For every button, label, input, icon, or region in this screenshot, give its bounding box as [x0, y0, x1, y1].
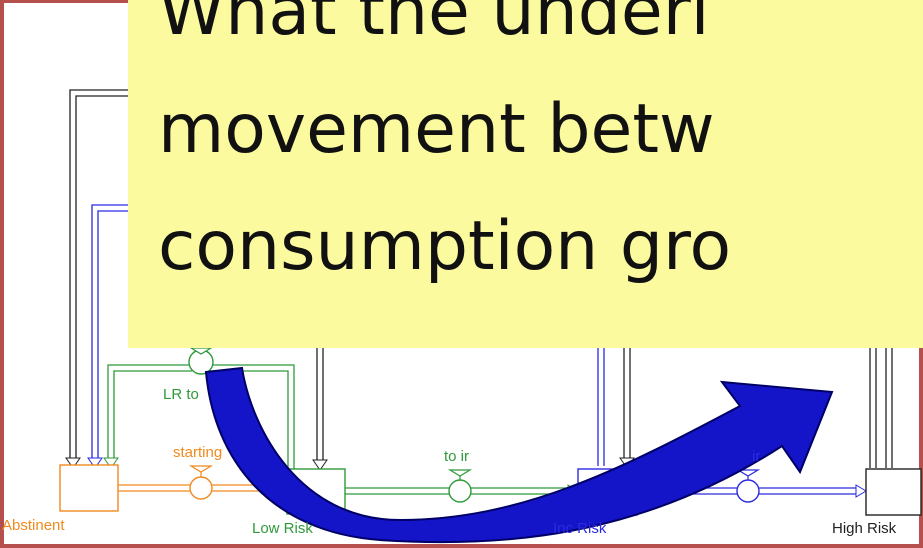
stock-label-low-risk: Low Risk [252, 520, 313, 537]
blue-return-pipe [91, 204, 130, 460]
callout-line-1: What the underl [158, 0, 710, 51]
lr-to-valve [188, 347, 214, 375]
black-into-low-risk-arrowhead [312, 459, 328, 471]
stock-high-risk [865, 468, 922, 516]
flow-label-lr-to: LR to [163, 386, 199, 403]
blue-return-arrowhead [87, 457, 103, 469]
black-into-high-risk [869, 348, 893, 468]
callout-line-3: consumption gro [158, 207, 732, 286]
big-curved-arrow [204, 366, 834, 544]
black-return-arrowhead [65, 457, 81, 469]
black-into-low-risk [316, 348, 324, 462]
starting-valve [188, 465, 214, 500]
green-lr-to-arrowhead [103, 457, 119, 469]
stock-label-high-risk: High Risk [832, 520, 897, 537]
to-ir-valve [447, 469, 473, 503]
black-into-inc-risk [623, 348, 631, 460]
blue-into-inc-risk [597, 348, 605, 466]
stock-abstinent [59, 464, 119, 512]
callout-line-2: movement betw [158, 90, 715, 169]
stock-label-inc-risk: Inc Risk [553, 520, 607, 537]
stock-label-abstinent: Abstinent [2, 517, 65, 534]
ir-to-hr-flow-arrowhead [855, 484, 867, 498]
callout-box: What the underl movement betw consumptio… [128, 0, 923, 348]
flow-label-to-ir: to ir [444, 448, 470, 465]
flow-label-ir: ir [752, 448, 761, 465]
flow-label-starting: starting [173, 444, 223, 461]
ir-to-hr-valve [735, 469, 761, 503]
black-return-pipe [69, 89, 130, 461]
